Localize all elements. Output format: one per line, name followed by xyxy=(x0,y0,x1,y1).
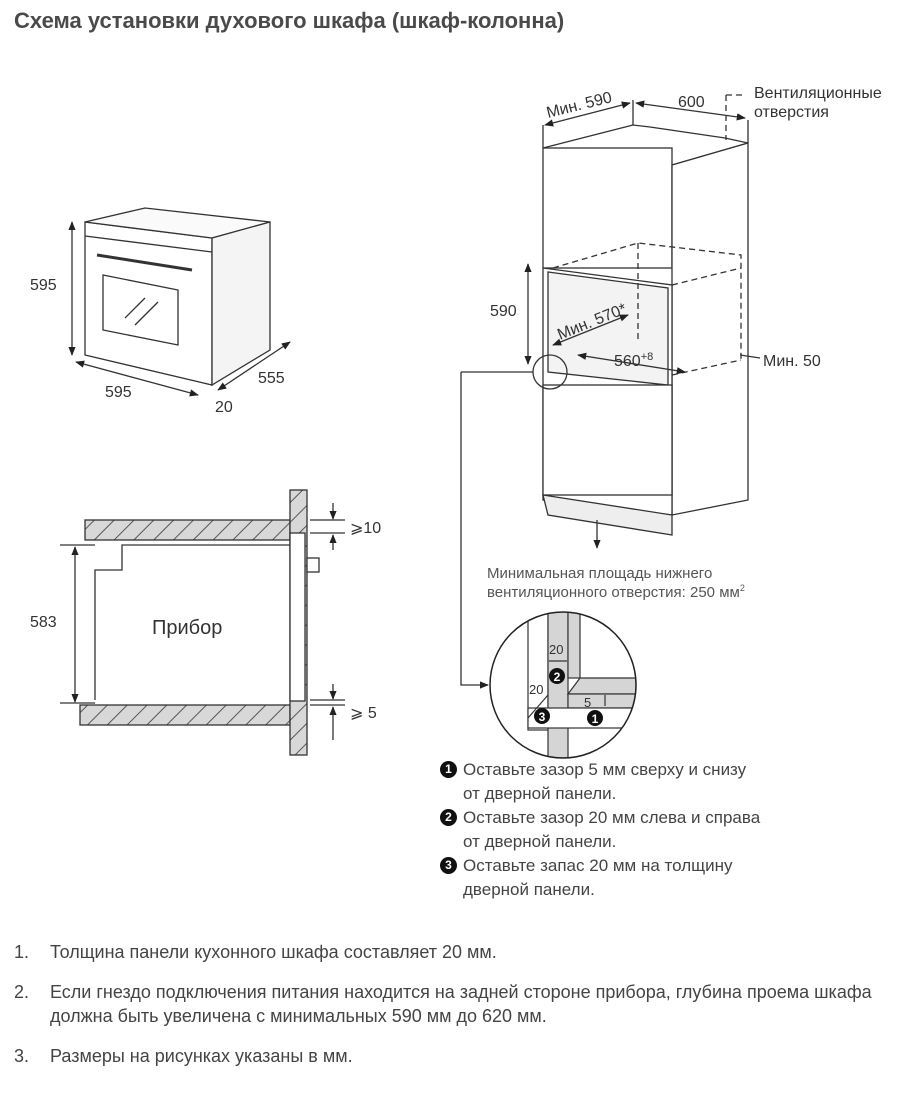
page-title: Схема установки духового шкафа (шкаф-кол… xyxy=(14,8,565,33)
step-line: Оставьте зазор 5 мм сверху и снизу xyxy=(463,760,747,779)
note-item: 2. Если гнездо подключения питания находи… xyxy=(14,980,904,1028)
marker-1-text: 1 xyxy=(592,712,599,726)
note-number: 1. xyxy=(14,942,30,962)
detail-marker-3: 3 xyxy=(534,708,550,724)
detail-marker-1: 1 xyxy=(587,710,603,726)
niche-width-value: 560 xyxy=(614,353,641,370)
cabinet-drawing xyxy=(460,94,761,689)
section-drawing xyxy=(60,489,345,756)
marker-3-text: 3 xyxy=(539,710,546,724)
oven-3d-drawing xyxy=(68,207,291,397)
step-line: от дверной панели. xyxy=(463,832,617,851)
step-number: 2 xyxy=(440,809,457,826)
detail-dim-a: 20 xyxy=(549,642,563,657)
note-text: Размеры на рисунках указаны в мм. xyxy=(50,1046,353,1066)
marker-2-text: 2 xyxy=(554,670,561,684)
note-text: Толщина панели кухонного шкафа составляе… xyxy=(50,942,497,962)
installation-steps: 1 Оставьте зазор 5 мм сверху и снизу от дв… xyxy=(440,758,760,902)
min-50-label: Мин. 50 xyxy=(763,353,821,370)
bottom-vent-text: вентиляционного отверстия: 250 мм xyxy=(487,584,740,601)
step-line: Оставьте зазор 20 мм слева и справа xyxy=(463,808,761,827)
detail-dim-b: 20 xyxy=(529,682,543,697)
cabinet-width-label: 600 xyxy=(678,94,705,111)
note-item: 1. Толщина панели кухонного шкафа составл… xyxy=(14,940,904,964)
step-item: 1 Оставьте зазор 5 мм сверху и снизу от дв… xyxy=(440,758,760,806)
niche-width-tolerance: +8 xyxy=(641,351,654,363)
oven-depth-label: 555 xyxy=(258,370,285,387)
gap-bottom-label: ⩾ 5 xyxy=(350,705,377,722)
appliance-label: Прибор xyxy=(152,617,222,639)
bottom-vent-label-1: Минимальная площадь нижнего xyxy=(487,565,712,582)
bottom-vent-sup: 2 xyxy=(740,583,745,593)
note-number: 3. xyxy=(14,1046,30,1066)
note-item: 3. Размеры на рисунках указаны в мм. xyxy=(14,1044,904,1068)
vent-label-2: отверстия xyxy=(754,104,829,121)
step-number: 1 xyxy=(440,761,457,778)
oven-height-label: 595 xyxy=(30,277,57,294)
note-number: 2. xyxy=(14,982,30,1002)
step-item: 2 Оставьте зазор 20 мм слева и справа от д… xyxy=(440,806,760,854)
detail-dim-c: 5 xyxy=(584,695,591,710)
bottom-vent-label-2: вентиляционного отверстия: 250 мм2 xyxy=(487,583,745,601)
oven-door-label: 20 xyxy=(215,399,233,416)
step-line: дверной панели. xyxy=(463,880,595,899)
step-line: от дверной панели. xyxy=(463,784,617,803)
step-number: 3 xyxy=(440,857,457,874)
vent-label-1: Вентиляционные xyxy=(754,85,882,102)
gap-top-label: ⩾10 xyxy=(350,520,381,537)
oven-width-label: 595 xyxy=(105,384,132,401)
step-line: Оставьте запас 20 мм на толщину xyxy=(463,856,733,875)
note-text: Если гнездо подключения питания находитс… xyxy=(50,982,872,1026)
section-height-label: 583 xyxy=(30,614,57,631)
cabinet-depth-label: Мин. 590 xyxy=(545,89,614,122)
detail-marker-2: 2 xyxy=(549,668,565,684)
niche-height-label: 590 xyxy=(490,303,517,320)
niche-width-label: 560+8 xyxy=(614,351,653,370)
step-item: 3 Оставьте запас 20 мм на толщину дверной … xyxy=(440,854,760,902)
detail-circle xyxy=(489,611,637,759)
notes-list: 1. Толщина панели кухонного шкафа составл… xyxy=(14,940,904,1084)
